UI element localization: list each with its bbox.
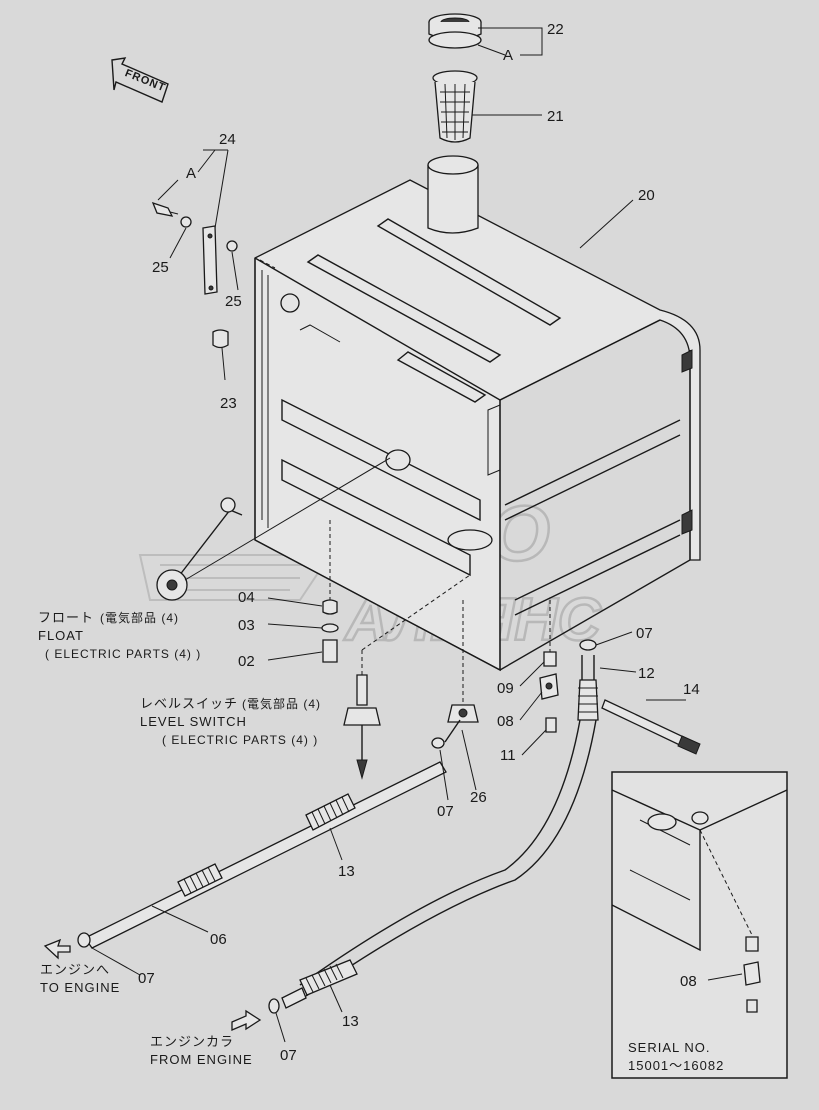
part-13-upper: 13 <box>338 863 355 880</box>
part-09: 09 <box>497 680 514 697</box>
float-note: ( ELECTRIC PARTS (4) ) <box>45 647 201 661</box>
strainer <box>432 70 478 143</box>
part-02: 02 <box>238 653 255 670</box>
part-07-from-engine: 07 <box>280 1047 297 1064</box>
part-20: 20 <box>638 187 655 204</box>
part-24: 24 <box>219 131 236 148</box>
part-08: 08 <box>497 713 514 730</box>
to-engine-en: TO ENGINE <box>40 980 120 995</box>
part-08-inset: 08 <box>680 973 697 990</box>
part-04: 04 <box>238 589 255 606</box>
to-engine-jp: エンジンへ <box>40 962 110 977</box>
cable-tie <box>601 699 701 755</box>
level-switch-jp: レベルスイッチ <box>140 696 238 711</box>
part-06: 06 <box>210 931 227 948</box>
part-07-washer: 07 <box>437 803 454 820</box>
part-a-top: A <box>503 47 513 64</box>
front-arrow-icon: FRONT <box>111 57 169 103</box>
fitting-26 <box>431 600 479 749</box>
part-a-left: A <box>186 165 196 182</box>
part-26: 26 <box>470 789 487 806</box>
return-hose <box>577 639 599 721</box>
part-25-left: 25 <box>152 259 169 276</box>
float-assembly <box>156 457 391 601</box>
part-13-lower: 13 <box>342 1013 359 1030</box>
filler-cap <box>428 13 482 49</box>
fittings-09-08-11 <box>539 600 559 733</box>
part-numbers: 22 A 21 20 24 A 25 25 23 04 03 02 07 12 … <box>138 21 700 1064</box>
part-11: 11 <box>500 747 516 764</box>
level-switch-en: LEVEL SWITCH <box>140 714 247 729</box>
fuel-tank <box>254 155 701 672</box>
float-jp: フロート <box>38 610 94 625</box>
leader-lines <box>91 27 743 1043</box>
from-engine-en: FROM ENGINE <box>150 1052 253 1067</box>
serial-title: SERIAL NO. <box>628 1040 710 1055</box>
level-switch <box>343 574 471 780</box>
front-label: FRONT <box>123 67 167 94</box>
part-25-right: 25 <box>225 293 242 310</box>
callout-labels: フロート (電気部品 (4) FLOAT ( ELECTRIC PARTS (4… <box>38 610 321 1067</box>
serial-inset: SERIAL NO. 15001～16082 <box>611 771 788 1079</box>
part-21: 21 <box>547 108 564 125</box>
return-hose-13 <box>268 719 597 1014</box>
part-03: 03 <box>238 617 255 634</box>
from-engine-jp: エンジンカラ <box>150 1034 234 1049</box>
feed-hose-06 <box>77 761 447 949</box>
part-22: 22 <box>547 21 564 38</box>
bracket-24 <box>151 201 276 349</box>
float-jp-note: (電気部品 (4) <box>100 610 179 625</box>
to-engine-arrow-icon <box>43 938 71 960</box>
part-23: 23 <box>220 395 237 412</box>
from-engine-arrow-icon <box>231 1009 262 1031</box>
drain-plug <box>321 520 339 663</box>
serial-range: 15001～16082 <box>628 1058 724 1073</box>
level-switch-note: ( ELECTRIC PARTS (4) ) <box>162 733 318 747</box>
part-12: 12 <box>638 665 655 682</box>
part-07-clamp: 07 <box>636 625 653 642</box>
part-07-to-engine: 07 <box>138 970 155 987</box>
level-switch-jp-note: (電気部品 (4) <box>242 696 321 711</box>
float-en: FLOAT <box>38 628 84 643</box>
part-14: 14 <box>683 681 700 698</box>
